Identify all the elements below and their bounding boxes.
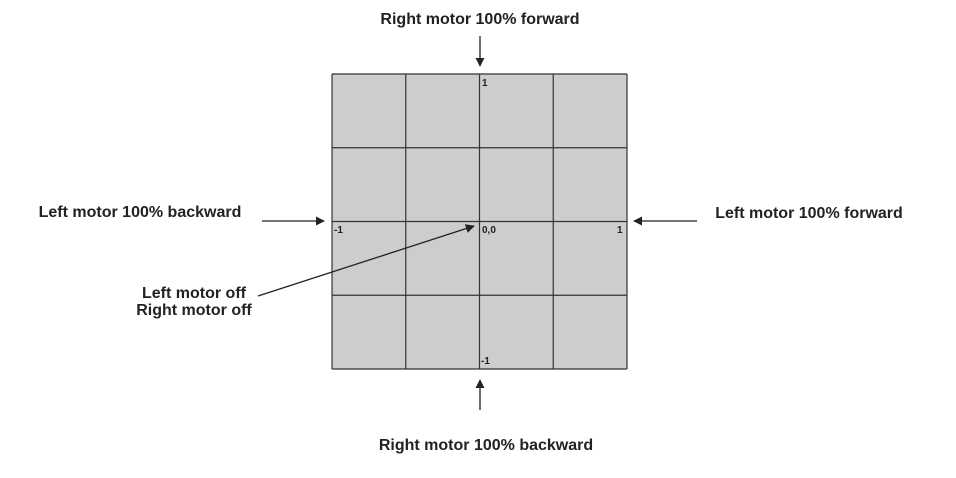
- label-top: Right motor 100% forward: [380, 11, 579, 28]
- tick-y-max: 1: [482, 78, 488, 89]
- label-center-line1: Left motor off: [142, 285, 247, 302]
- grid-lines: [331, 73, 628, 370]
- label-left: Left motor 100% backward: [39, 204, 242, 221]
- center-arrow: [257, 224, 475, 297]
- label-right: Left motor 100% forward: [715, 205, 903, 222]
- tick-origin: 0,0: [482, 225, 496, 236]
- tick-x-max: 1: [617, 225, 623, 236]
- tick-y-min: -1: [481, 356, 490, 367]
- tick-x-min: -1: [334, 225, 343, 236]
- label-center-line2: Right motor off: [136, 302, 252, 319]
- label-bottom: Right motor 100% backward: [379, 437, 593, 454]
